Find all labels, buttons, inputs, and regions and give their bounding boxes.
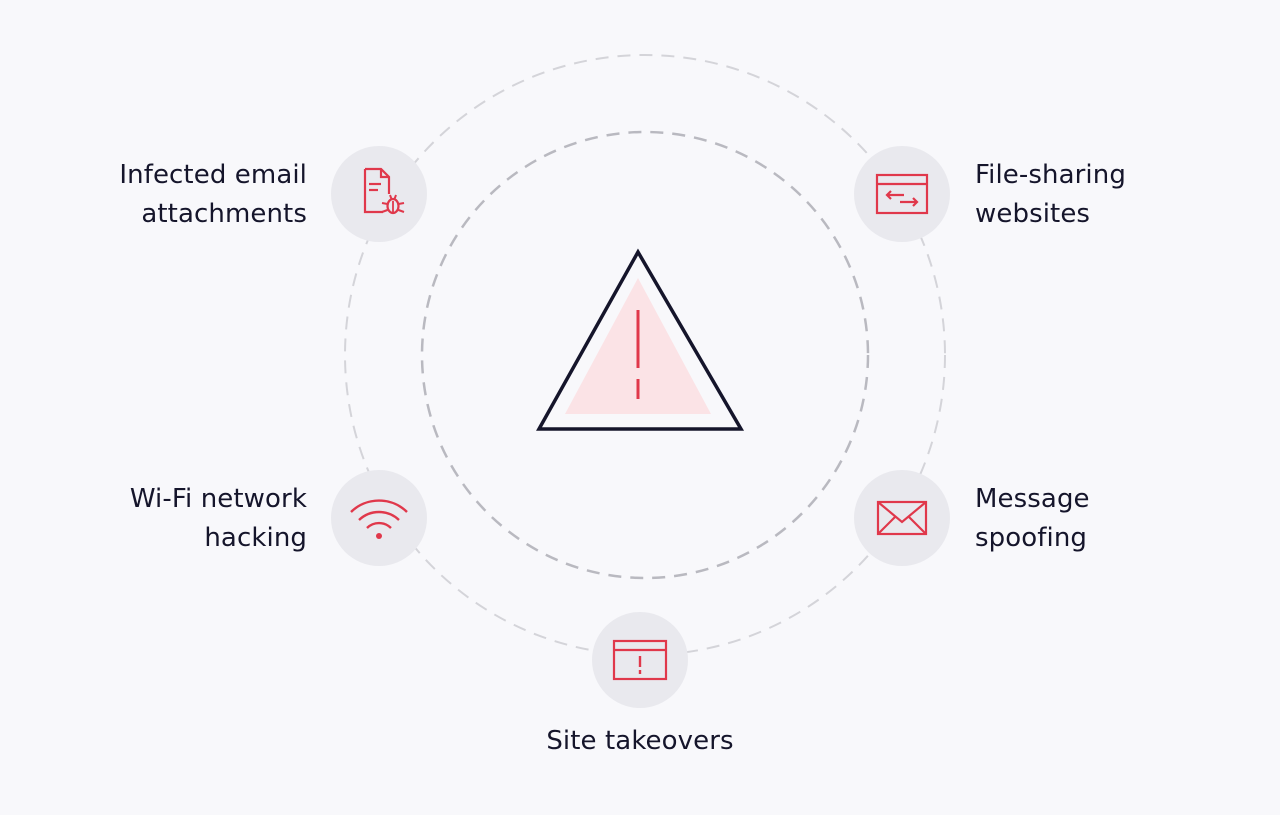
label-message-spoofing-line2: spoofing	[975, 523, 1088, 553]
label-site-takeovers: Site takeovers	[500, 722, 780, 761]
node-site-takeovers	[592, 612, 688, 708]
document-bug-icon	[363, 167, 405, 215]
label-wifi-hacking: Wi-Fi network hacking	[130, 480, 307, 558]
node-message-spoofing	[854, 470, 950, 566]
label-file-sharing: File-sharing websites	[975, 156, 1126, 234]
label-message-spoofing-line1: Message	[975, 484, 1090, 514]
node-wifi-hacking	[331, 470, 427, 566]
label-message-spoofing: Message spoofing	[975, 480, 1090, 558]
envelope-icon	[876, 500, 928, 536]
wifi-icon	[350, 499, 408, 539]
label-site-takeovers-line1: Site takeovers	[546, 726, 734, 756]
label-wifi-hacking-line1: Wi-Fi network	[129, 484, 307, 514]
label-file-sharing-line2: websites	[975, 199, 1091, 229]
node-infected-email	[331, 146, 427, 242]
browser-alert-icon	[612, 639, 668, 681]
label-infected-email-line1: Infected email	[119, 160, 307, 190]
browser-transfer-icon	[875, 173, 929, 215]
label-file-sharing-line1: File-sharing	[975, 160, 1126, 190]
label-wifi-hacking-line2: hacking	[204, 523, 307, 553]
label-infected-email-line2: attachments	[141, 199, 307, 229]
inner-ring	[420, 130, 870, 580]
warning-triangle-icon	[536, 248, 745, 431]
node-file-sharing	[854, 146, 950, 242]
label-infected-email: Infected email attachments	[119, 156, 307, 234]
